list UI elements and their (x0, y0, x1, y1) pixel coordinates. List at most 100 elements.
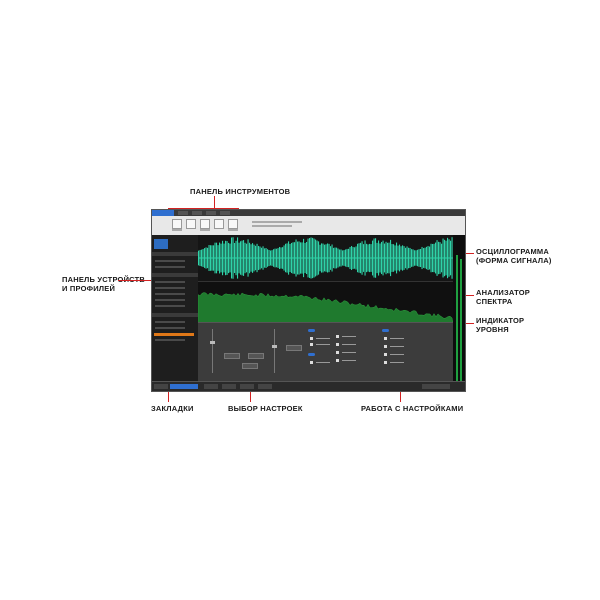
waveform-sample (403, 246, 405, 270)
settings-checkbox[interactable] (384, 353, 387, 356)
slider-handle[interactable] (272, 345, 277, 348)
waveform-sample (336, 247, 338, 269)
waveform-sample (199, 249, 201, 267)
slider-track[interactable] (274, 329, 275, 373)
waveform-sample (217, 245, 219, 271)
sidebar-item[interactable] (155, 339, 185, 341)
waveform-sample (297, 241, 299, 275)
waveform-sample (303, 238, 305, 278)
waveform-sample (328, 243, 330, 273)
toolbar-label (172, 229, 182, 231)
sidebar-item[interactable] (155, 293, 185, 295)
settings-toggle[interactable] (308, 329, 315, 332)
waveform-sample (415, 250, 417, 266)
settings-button[interactable] (286, 345, 302, 351)
waveform-sample (322, 243, 324, 273)
waveform-sample (367, 244, 369, 272)
menu-tab[interactable] (206, 211, 216, 215)
sidebar-item[interactable] (155, 287, 185, 289)
preset-selector[interactable] (258, 384, 272, 389)
sidebar-item[interactable] (155, 327, 185, 329)
waveform-sample (279, 246, 281, 270)
waveform-sample (424, 247, 426, 269)
toolbar-button[interactable] (186, 219, 196, 229)
waveform-sample (321, 243, 323, 273)
bottom-tab[interactable] (154, 384, 168, 389)
settings-checkbox[interactable] (310, 361, 313, 364)
toolbar-button[interactable] (200, 219, 210, 229)
settings-option-label (316, 344, 330, 345)
sidebar-item[interactable] (155, 305, 185, 307)
settings-checkbox[interactable] (336, 343, 339, 346)
device-logo-icon (154, 239, 168, 249)
settings-toggle[interactable] (382, 329, 389, 332)
waveform-sample (334, 247, 336, 269)
sidebar-selected-item[interactable] (154, 333, 194, 336)
tabs-pointer-line (168, 382, 169, 402)
waveform-sample (270, 250, 272, 266)
settings-option-label (390, 346, 404, 347)
waveform-sample (249, 242, 251, 274)
devices-pointer-line (118, 280, 158, 281)
menu-tab-active[interactable] (152, 210, 174, 216)
sidebar-item[interactable] (155, 266, 185, 268)
waveform-sample (280, 247, 282, 269)
sidebar-item[interactable] (155, 299, 185, 301)
waveform-sample (252, 243, 254, 273)
toolbar-button[interactable] (228, 219, 238, 229)
settings-checkbox[interactable] (310, 337, 313, 340)
settings-checkbox[interactable] (384, 337, 387, 340)
sidebar-item[interactable] (155, 281, 185, 283)
menu-tab[interactable] (220, 211, 230, 215)
slider-handle[interactable] (210, 341, 215, 344)
waveform-sample (417, 249, 419, 267)
sidebar-item[interactable] (155, 260, 185, 262)
settings-button[interactable] (224, 353, 240, 359)
settings-checkbox[interactable] (336, 359, 339, 362)
bottom-tab-active[interactable] (170, 384, 198, 389)
menu-tab[interactable] (178, 211, 188, 215)
waveform-sample (208, 244, 210, 272)
app-window (151, 209, 466, 392)
waveform-sample (427, 245, 429, 271)
toolbar-button[interactable] (214, 219, 224, 229)
preset-selector[interactable] (204, 384, 218, 389)
waveform-sample (327, 243, 329, 273)
settings-checkbox[interactable] (310, 343, 313, 346)
toolbar-button[interactable] (172, 219, 182, 229)
settings-button[interactable] (242, 363, 258, 369)
waveform-sample (381, 241, 383, 275)
waveform-sample (213, 245, 215, 271)
settings-button[interactable] (248, 353, 264, 359)
preset-selector[interactable] (240, 384, 254, 389)
waveform-sample (349, 246, 351, 270)
preset-selector[interactable] (222, 384, 236, 389)
settings-checkbox[interactable] (384, 361, 387, 364)
waveform-sample (216, 242, 218, 274)
toolbar-pointer-bar (168, 208, 238, 209)
waveform-sample (222, 240, 224, 276)
waveform-sample (435, 242, 437, 274)
settings-checkbox[interactable] (336, 351, 339, 354)
waveform-sample (418, 249, 420, 267)
settings-checkbox[interactable] (384, 345, 387, 348)
waveform-sample (433, 243, 435, 273)
settings-toggle[interactable] (308, 353, 315, 356)
settings-checkbox[interactable] (336, 335, 339, 338)
waveform-sample (235, 240, 237, 276)
waveform-sample (277, 248, 279, 268)
waveform-sample (411, 249, 413, 267)
devices-callout-line2: И ПРОФИЛЕЙ (62, 284, 116, 293)
waveform-sample (301, 242, 303, 274)
waveform-sample (294, 242, 296, 274)
settings-option-label (342, 360, 356, 361)
menu-tab[interactable] (192, 211, 202, 215)
waveform-sample (388, 242, 390, 274)
waveform-sample (333, 247, 335, 269)
waveform-sample (288, 241, 290, 275)
slider-track[interactable] (212, 329, 213, 373)
waveform-sample (261, 247, 263, 269)
waveform-sample (375, 238, 377, 278)
sidebar-item[interactable] (155, 321, 185, 323)
